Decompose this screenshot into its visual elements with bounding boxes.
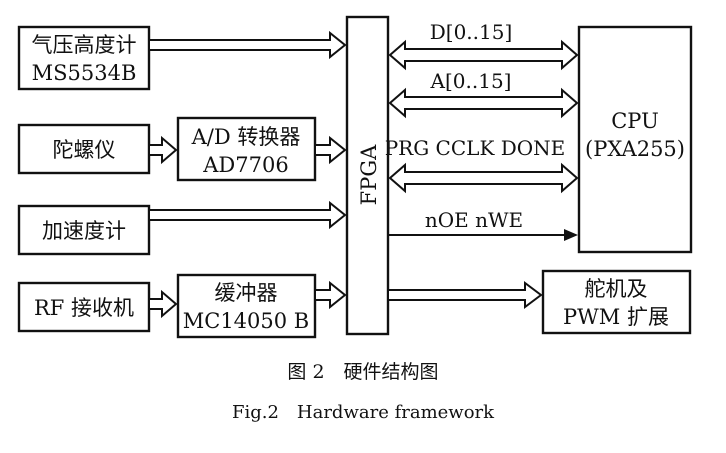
gyro-label: 陀螺仪 — [53, 138, 116, 162]
adc-label-model: AD7706 — [202, 153, 288, 177]
buffer-block: 缓冲器 MC14050 B — [176, 273, 317, 339]
control-bus-label: nOE nWE — [425, 208, 523, 232]
barometer-label-model: MS5534B — [32, 61, 137, 85]
config-bus-arrow — [388, 162, 579, 194]
data-bus-label: D[0..15] — [430, 20, 513, 44]
gyro-block: 陀螺仪 — [17, 123, 151, 175]
cpu-block: CPU (PXA255) — [577, 25, 693, 254]
control-arrowhead-icon — [564, 229, 578, 241]
buffer-to-fpga-arrow — [314, 280, 347, 310]
data-bus-arrow — [388, 39, 579, 71]
servo-label-cn: 舵机及 — [585, 277, 648, 301]
adc-block: A/D 转换器 AD7706 — [176, 116, 317, 182]
fpga-block: FPGA — [345, 15, 390, 336]
figure-caption-en: Fig.2 Hardware framework — [231, 402, 495, 423]
fpga-to-servo-arrow — [387, 281, 543, 309]
barometer-label-cn: 气压高度计 — [32, 33, 137, 57]
rf-receiver-block: RF 接收机 — [17, 281, 151, 333]
accelerometer-block: 加速度计 — [17, 204, 151, 256]
address-bus-label: A[0..15] — [430, 69, 512, 93]
fpga-label: FPGA — [357, 144, 381, 205]
figure-caption-cn: 图 2 硬件结构图 — [287, 361, 439, 383]
config-bus-label: PRG CCLK DONE — [385, 136, 566, 160]
cpu-model-label: (PXA255) — [585, 137, 685, 161]
address-bus-arrow — [388, 87, 579, 119]
rf-receiver-label: RF 接收机 — [34, 296, 134, 320]
buffer-label-cn: 缓冲器 — [215, 281, 278, 305]
gyro-to-adc-arrow — [148, 135, 178, 165]
barometer-to-fpga-arrow — [148, 30, 347, 60]
accelerometer-to-fpga-arrow — [148, 200, 347, 230]
accelerometer-label: 加速度计 — [42, 219, 126, 243]
adc-to-fpga-arrow — [314, 135, 347, 165]
adc-label-cn: A/D 转换器 — [191, 125, 301, 149]
buffer-label-model: MC14050 B — [183, 309, 309, 333]
barometer-block: 气压高度计 MS5534B — [17, 25, 151, 91]
servo-label-pwm: PWM 扩展 — [563, 305, 669, 329]
cpu-label: CPU — [611, 109, 659, 133]
servo-pwm-block: 舵机及 PWM 扩展 — [541, 269, 692, 335]
rf-to-buffer-arrow — [148, 289, 178, 319]
